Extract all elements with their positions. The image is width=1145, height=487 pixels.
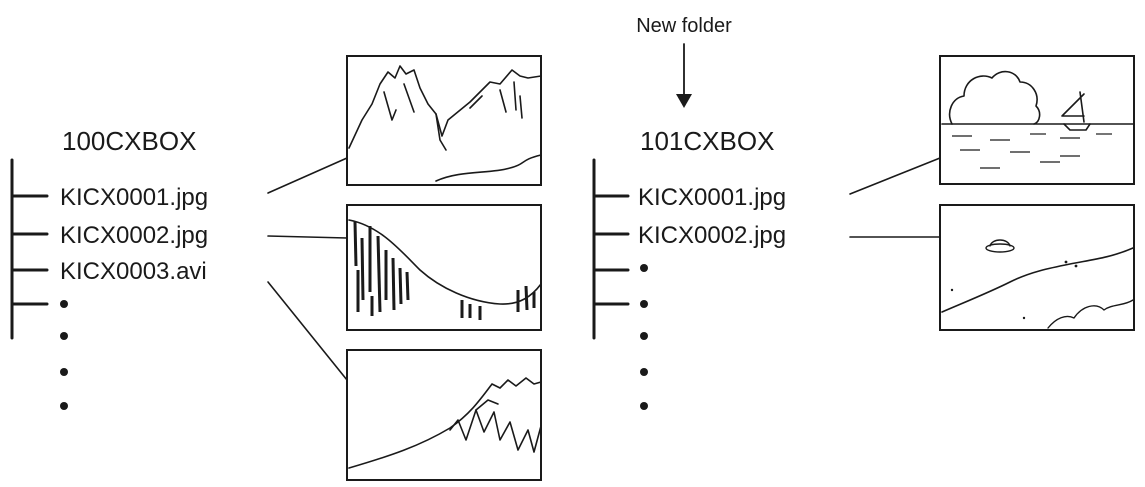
ellipsis-dots [60, 300, 68, 410]
folder-tree-lines [10, 158, 49, 340]
connector-lines [267, 157, 348, 381]
thumbnail-frame [346, 204, 542, 331]
folder-title-100cxbox: 100CXBOX [62, 126, 196, 156]
ellipsis-dot [60, 402, 68, 410]
new-folder-label: New folder [636, 15, 732, 37]
thumbnail-frame [346, 55, 542, 186]
new-folder-callout: New folder [636, 15, 732, 108]
file-label: KICX0001.jpg [60, 184, 208, 211]
file-label: KICX0002.jpg [60, 222, 208, 249]
ellipsis-dot [640, 368, 648, 376]
connector-line [267, 281, 348, 381]
sand-specks [950, 260, 1078, 320]
water-ripples [952, 133, 1112, 169]
folder-100cxbox: 100CXBOX KICX0001.jpg KICX0002.jpg KICX0… [10, 55, 542, 481]
arrow-down-icon [676, 94, 692, 108]
ellipsis-dot [640, 402, 648, 410]
forest-valley-picture [346, 204, 542, 331]
folder-title-101cxbox: 101CXBOX [640, 126, 774, 156]
shoreline-object-picture [939, 204, 1135, 331]
sailboat-cloud-picture [939, 55, 1135, 185]
rocky-slope-picture [346, 349, 542, 481]
ellipsis-dot [640, 264, 648, 272]
ellipsis-dot [60, 300, 68, 308]
folder-101cxbox: 101CXBOX KICX0001.jpg KICX0002.jpg [592, 55, 1135, 410]
file-label: KICX0001.jpg [638, 184, 786, 211]
connector-lines [849, 157, 941, 238]
ellipsis-dot [60, 368, 68, 376]
mountain-peaks-picture [346, 55, 542, 186]
tree-cluster [353, 221, 536, 320]
thumbnail-frame [939, 55, 1135, 185]
connector-line [267, 157, 348, 194]
file-label: KICX0002.jpg [638, 222, 786, 249]
folder-tree-lines [592, 158, 630, 340]
file-label: KICX0003.avi [60, 258, 207, 285]
connector-line [849, 157, 941, 195]
thumbnail-frame [939, 204, 1135, 331]
ellipsis-dot [60, 332, 68, 340]
connector-line [267, 235, 348, 239]
ellipsis-dot [640, 332, 648, 340]
ellipsis-dot [640, 300, 648, 308]
ellipsis-dots [640, 264, 648, 410]
